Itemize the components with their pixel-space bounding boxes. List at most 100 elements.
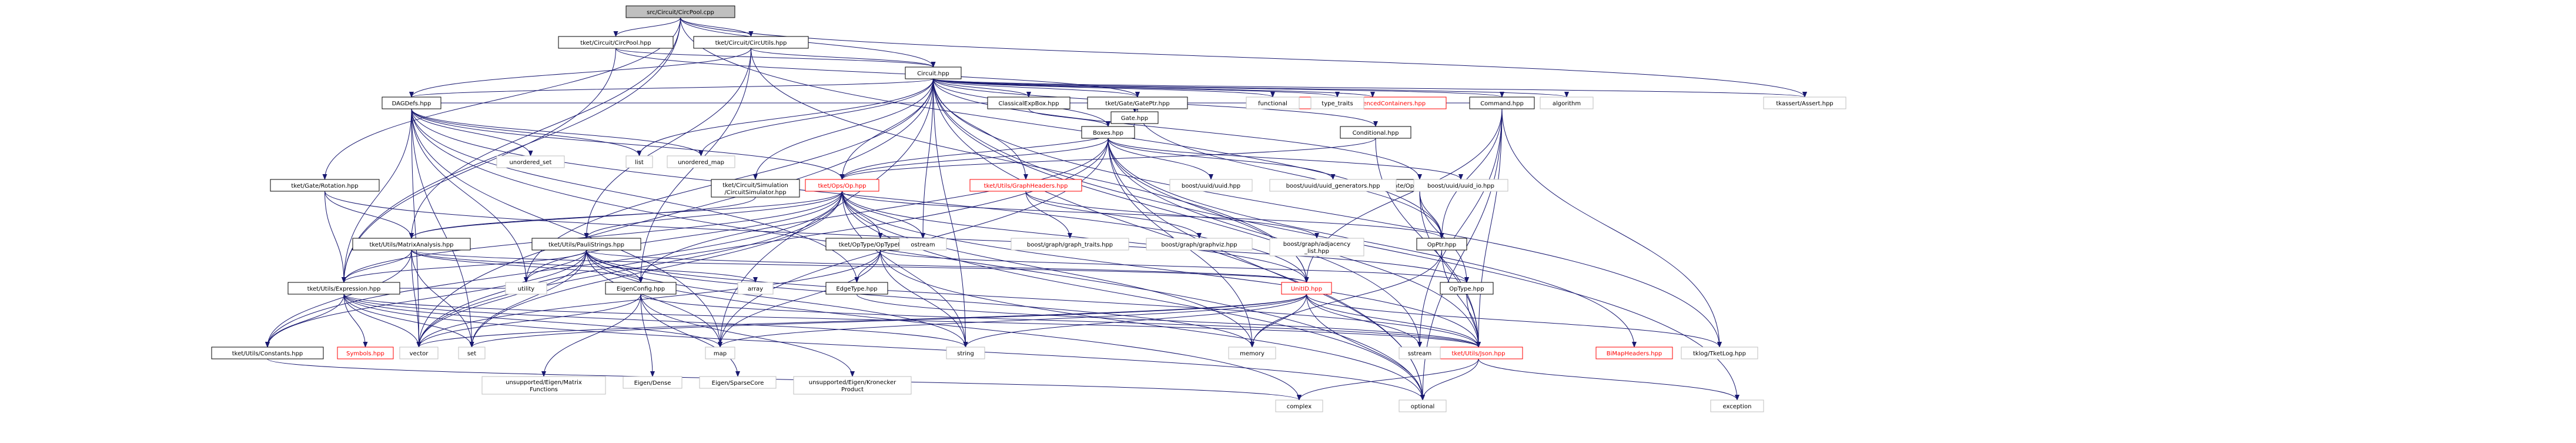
node-boost-adjlist: boost/graph/adjacency_list.hpp [1269,238,1364,257]
include-edge-expression_hpp-to-vector [343,294,421,348]
node-eigen-sparse: Eigen/SparseCore [699,376,777,389]
node-matrixanalysis-hpp[interactable]: tket/Utils/MatrixAnalysis.hpp [352,238,471,251]
node-label: boost/uuid/uuid_io.hpp [1427,183,1494,189]
node-box [270,179,380,192]
node-label: Eigen/SparseCore [712,380,764,387]
node-box [1399,399,1447,412]
node-expression-hpp[interactable]: tket/Utils/Expression.hpp [287,282,400,295]
node-box [1228,347,1276,359]
include-edge-root-to-tketassert_hpp [680,17,1807,98]
node-boxes-hpp[interactable]: Boxes.hpp [1081,126,1135,139]
include-edge-circuit_hpp-to-sequencedcontainers_hpp [933,78,1375,98]
include-edge-dagdefs_hpp-to-list [411,108,642,156]
node-label: tket/Utils/MatrixAnalysis.hpp [369,242,453,248]
include-edge-optypeinfo_hpp-to-map [718,249,881,348]
node-box [899,238,947,251]
include-edge-circuit_hpp-to-gateptr_hpp [933,78,1140,98]
include-edge-root-to-opptr_hpp [680,17,1444,239]
node-box [1246,96,1300,109]
node-circutils-hpp[interactable]: tket/Circuit/CircUtils.hpp [693,36,809,49]
node-opptr-hpp[interactable]: OpPtr.hpp [1416,238,1467,251]
node-edgetype-hpp[interactable]: EdgeType.hpp [825,282,888,295]
node-root[interactable]: src/Circuit/CircPool.cpp [625,5,735,18]
include-edge-paulistrings_hpp-to-map [586,249,722,348]
node-box [1399,347,1441,359]
include-edge-paulistrings_hpp-to-vector [416,249,587,348]
node-label: Boxes.hpp [1093,130,1123,136]
node-label: tket/Gate/GatePtr.hpp [1105,101,1169,107]
node-gate-hpp[interactable]: Gate.hpp [1110,111,1159,124]
node-label: optional [1411,404,1435,410]
include-edge-circuit_hpp-to-op_hpp [839,78,934,180]
node-algorithm: algorithm [1540,96,1594,109]
node-label: BiMapHeaders.hpp [1607,351,1662,357]
node-boost-uuid-io: boost/uuid/uuid_io.hpp [1413,179,1508,192]
node-conditional-hpp[interactable]: Conditional.hpp [1340,126,1411,139]
include-edge-op_hpp-to-paulistrings_hpp [584,191,842,239]
node-label: boost/graph/adjacency_list.hpp [1283,241,1351,255]
node-label: DAGDefs.hpp [392,101,431,107]
node-label: tket/Circuit/CircUtils.hpp [715,40,787,46]
node-label: Gate.hpp [1121,115,1148,122]
include-edge-classicalexpbox_hpp-to-boxes_hpp [1028,108,1110,127]
include-edge-boxes_hpp-to-bimapheaders_hpp [1108,138,1637,348]
include-edge-circuitsimulator_hpp-to-matrixanalysis_hpp [409,196,756,239]
node-label: tket/Gate/Rotation.hpp [291,183,358,189]
node-box [399,347,439,359]
node-graphheaders-hpp[interactable]: tket/Utils/GraphHeaders.hpp [969,179,1082,192]
node-json-hpp[interactable]: tket/Utils/Json.hpp [1434,347,1523,359]
node-box [1595,347,1673,359]
include-edge-matrixanalysis_hpp-to-eigenconfig_hpp [411,249,643,283]
include-edge-op_hpp-to-unitid_hpp [842,191,1309,283]
node-symbols-hpp[interactable]: Symbols.hpp [337,347,394,359]
node-op-hpp[interactable]: tket/Ops/Op.hpp [805,179,879,192]
node-unitid-hpp[interactable]: UnitID.hpp [1281,282,1332,295]
node-circpool-hpp[interactable]: tket/Circuit/CircPool.hpp [558,36,674,49]
include-edge-expression_hpp-to-string [343,294,968,348]
include-edge-optypeinfo_hpp-to-string [880,249,968,348]
include-edge-unitid_hpp-to-map [718,294,1307,348]
include-edge-circuit_hpp-to-algorithm [933,78,1569,98]
node-optype-hpp[interactable]: OpType.hpp [1440,282,1494,295]
node-circuitsimulator-hpp[interactable]: tket/Circuit/Simulation/CircuitSimulator… [711,179,800,198]
include-edge-unitid_hpp-to-set [469,294,1307,348]
node-eigenconfig-hpp[interactable]: EigenConfig.hpp [605,282,677,295]
node-label: tket/OpType/OpTypeInfo.hpp [839,242,922,248]
node-box [352,238,471,251]
include-edge-matrixanalysis_hpp-to-set [411,249,474,348]
node-gateptr-hpp[interactable]: tket/Gate/GatePtr.hpp [1087,96,1188,109]
node-dagdefs-hpp[interactable]: DAGDefs.hpp [382,96,441,109]
node-label: Conditional.hpp [1353,130,1399,136]
node-label: type_traits [1322,101,1353,107]
node-eigen-dense: Eigen/Dense [623,376,683,389]
include-edge-root-to-matrixanalysis_hpp [409,17,681,239]
include-edge-root-to-circutils_hpp [680,17,754,37]
node-paulistrings-hpp[interactable]: tket/Utils/PauliStrings.hpp [531,238,641,251]
node-box [699,376,777,389]
node-label: algorithm [1553,101,1581,107]
include-edge-expression_hpp-to-set [343,294,474,348]
node-box [337,347,394,359]
node-box [693,36,809,49]
node-box [1710,399,1764,412]
node-label: tket/Ops/Op.hpp [818,183,866,189]
include-edge-rotation_hpp-to-optype_hpp [324,191,1469,283]
node-box [211,347,324,359]
include-edge-matrixanalysis_hpp-to-array [411,249,758,283]
node-constants-hpp[interactable]: tket/Utils/Constants.hpp [211,347,324,359]
include-edge-boxes_hpp-to-op_hpp [839,138,1109,180]
node-rotation-hpp[interactable]: tket/Gate/Rotation.hpp [270,179,380,192]
node-bimapheaders-hpp[interactable]: BiMapHeaders.hpp [1595,347,1673,359]
node-set: set [458,347,486,359]
node-command-hpp[interactable]: Command.hpp [1469,96,1535,109]
include-edge-op_hpp-to-optional [842,191,1425,401]
include-edge-opptr_hpp-to-memory [1250,249,1442,348]
include-edge-opptrfunctions_hpp-to-opptr_hpp [1419,191,1444,239]
include-edge-optypeinfo_hpp-to-optional [880,249,1425,401]
include-edge-optypeinfo_hpp-to-optype_hpp [880,249,1469,283]
node-classicalexpbox-hpp[interactable]: ClassicalExpBox.hpp [987,96,1070,109]
node-box [458,347,486,359]
include-edge-expression_hpp-to-constants_hpp [265,294,344,348]
node-circuit-hpp[interactable]: Circuit.hpp [905,66,962,79]
